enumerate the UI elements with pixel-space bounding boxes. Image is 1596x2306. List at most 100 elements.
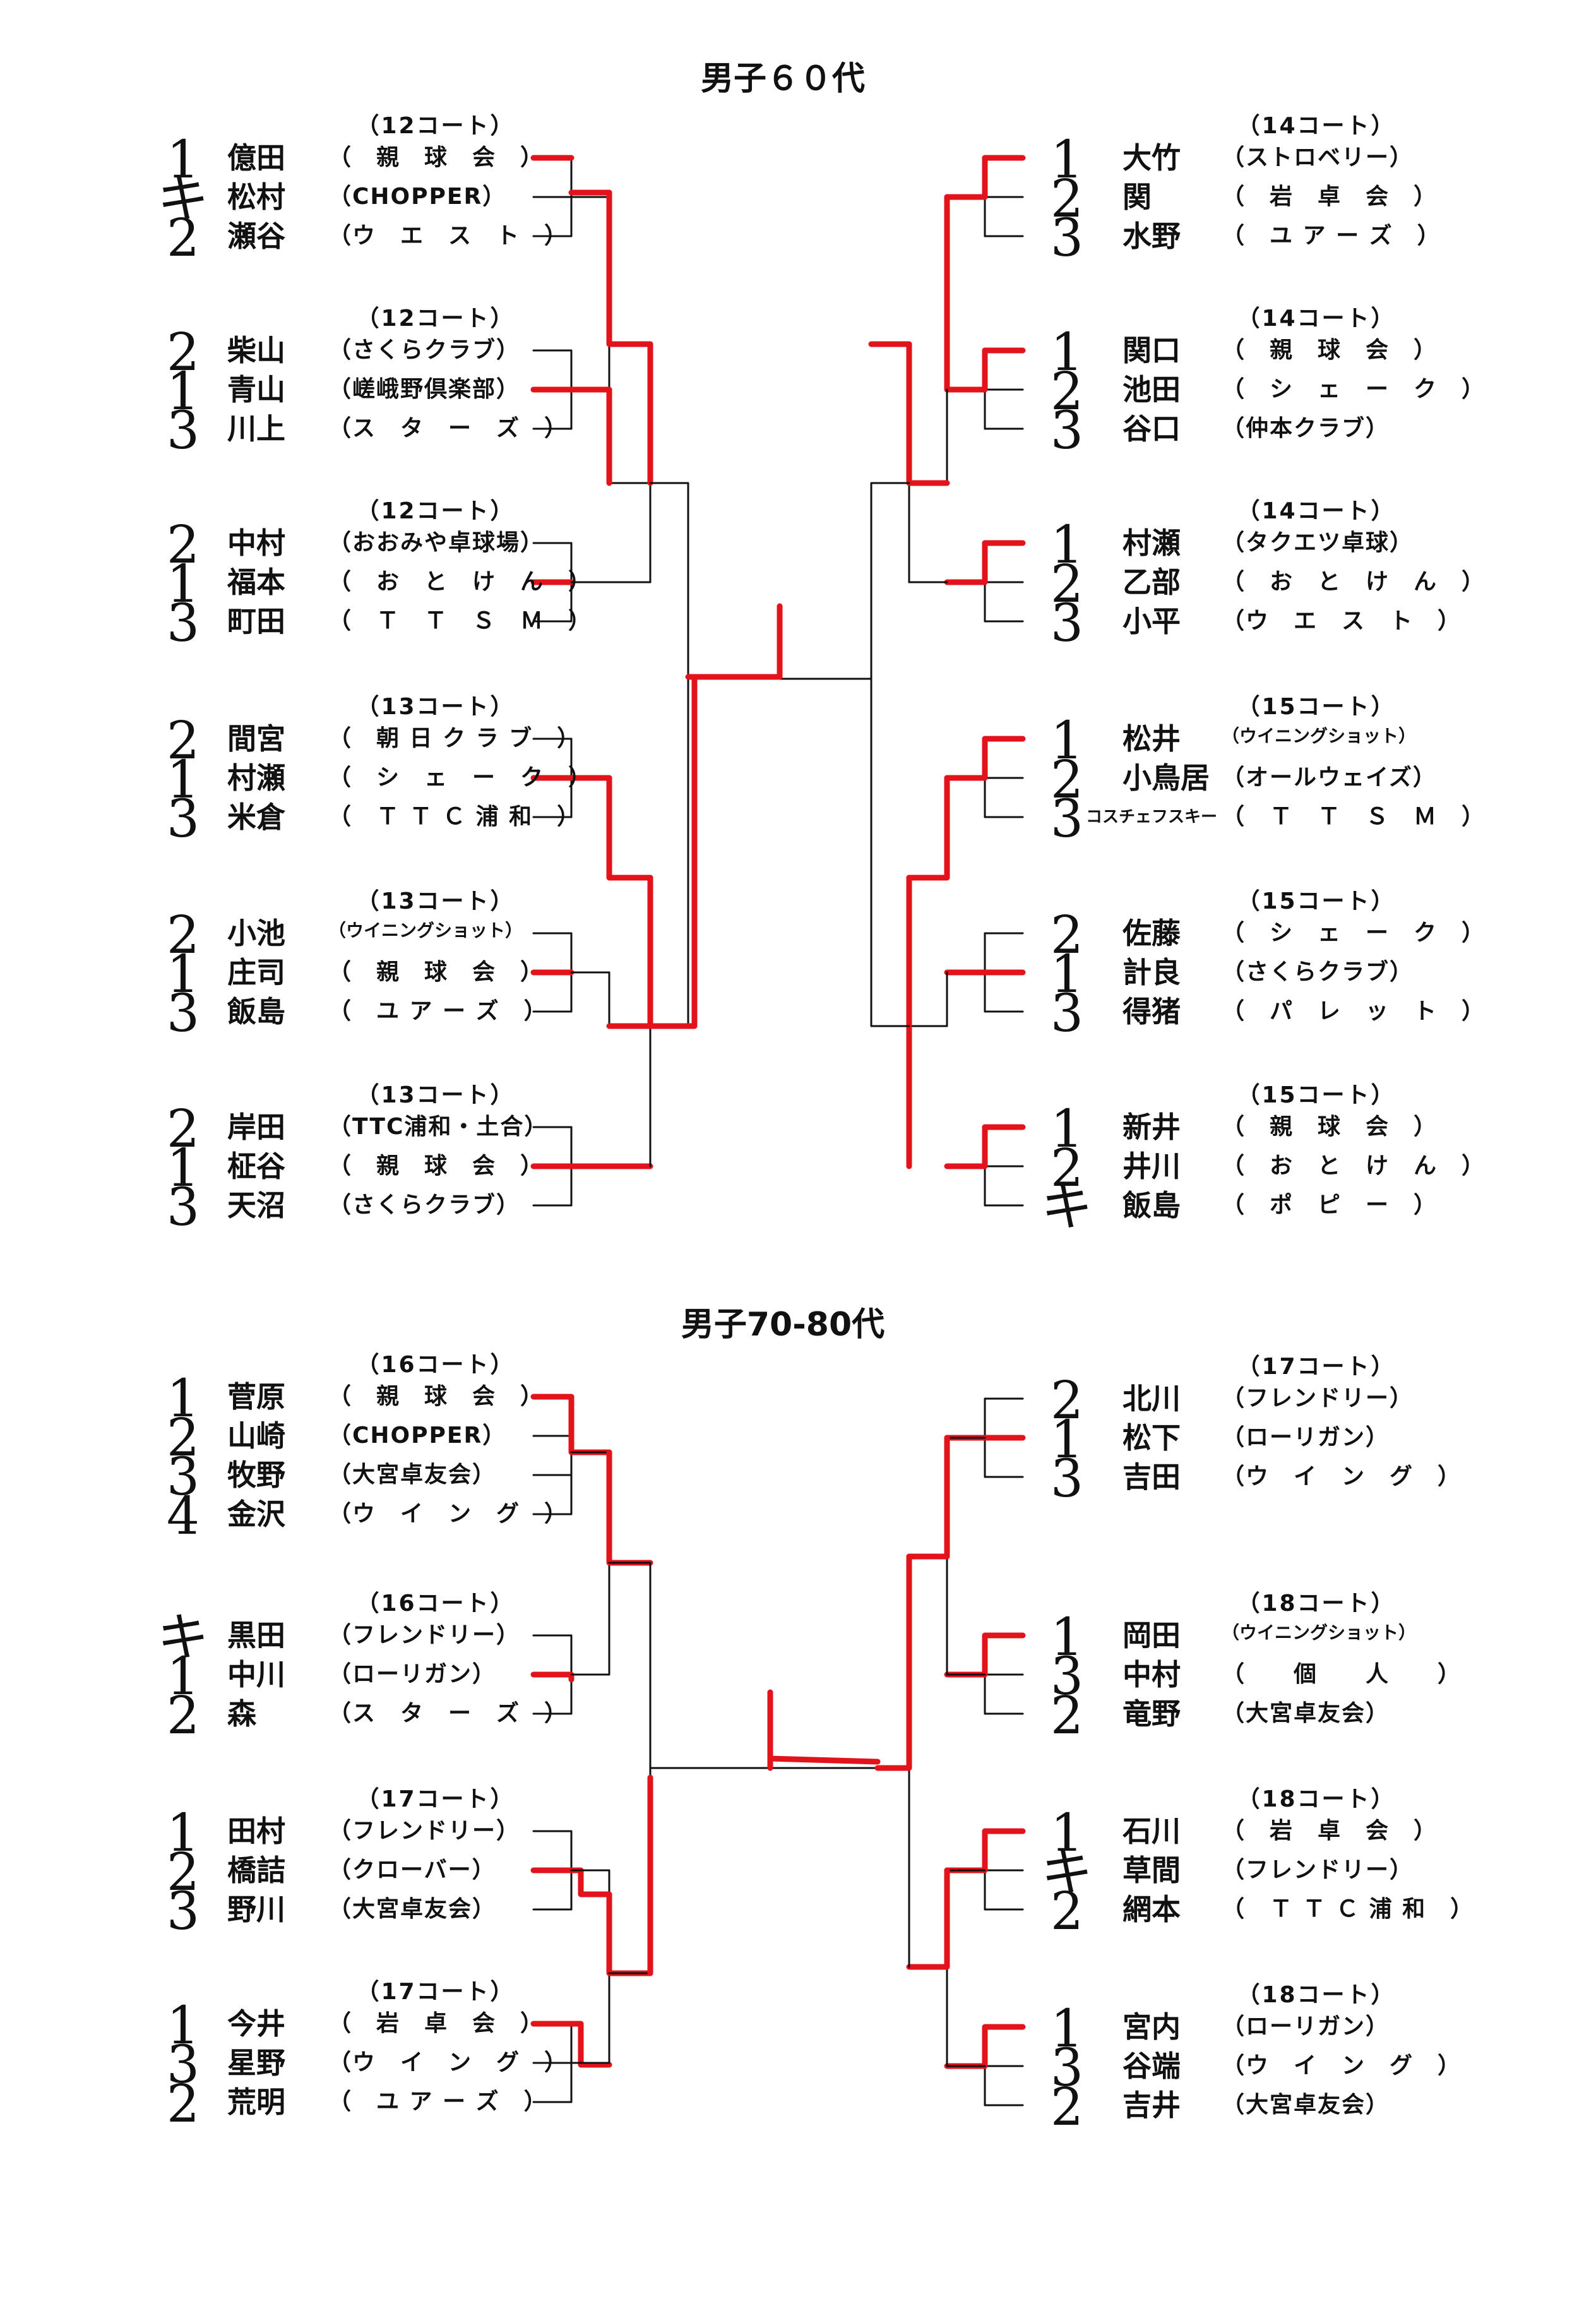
- r2: [608, 777, 652, 879]
- winner-line: [944, 1632, 1026, 1678]
- rank-mark: 3: [166, 594, 200, 654]
- player-name: 得猪: [1123, 995, 1181, 1029]
- rank-mark: 1: [166, 1996, 200, 2056]
- winner-line: [767, 1755, 881, 1765]
- rank-mark: 1: [166, 362, 200, 422]
- player-club: （クローバー）: [328, 1857, 496, 1883]
- rank-mark: キ: [1040, 1843, 1093, 1903]
- rank-mark: 1: [166, 750, 200, 810]
- court-label: （16コート）: [356, 1591, 515, 1616]
- rank-mark: 2: [166, 1408, 200, 1468]
- rank-mark: 1: [1050, 130, 1084, 190]
- player-name: 乙部: [1123, 565, 1181, 599]
- winner-line: [874, 1553, 912, 1771]
- winner-line: [944, 540, 988, 585]
- player-club: （嵯峨野倶楽部）: [328, 376, 521, 402]
- player-name: 谷口: [1123, 412, 1181, 446]
- winner-line: [944, 155, 988, 200]
- player-name: 飯島: [1123, 1188, 1181, 1222]
- rank-mark: 3: [1050, 1647, 1084, 1707]
- winner-line: [944, 2024, 1026, 2069]
- rank-mark: 2: [1050, 1138, 1084, 1198]
- player-club: （ストロベリー）: [1222, 145, 1414, 170]
- winner-line: [530, 2021, 612, 2068]
- player-name: 金沢: [227, 1497, 285, 1531]
- player-club: （仲本クラブ）: [1222, 415, 1390, 441]
- rank-mark: 2: [166, 323, 200, 383]
- player-club: （ウ イ ン グ ）: [1222, 1464, 1462, 1490]
- rank-mark: 2: [1050, 169, 1084, 229]
- rank-mark: 3: [1050, 789, 1084, 849]
- player-name: 網本: [1123, 1892, 1181, 1927]
- winner-line: [530, 1867, 612, 1897]
- player-club: （ス タ ー ズ ）: [328, 415, 569, 441]
- player-club: （TTC浦和・土合）: [328, 1114, 549, 1140]
- player-club: （ 親 球 会 ）: [328, 145, 545, 170]
- r4: [870, 678, 910, 1027]
- rank-mark: 1: [1050, 1099, 1084, 1159]
- player-name-note: コスチェフスキー: [1086, 808, 1218, 827]
- player-club: （ 親 球 会 ）: [1222, 1114, 1438, 1140]
- player-name: 荒明: [227, 2085, 285, 2119]
- r4: [649, 674, 689, 1027]
- court-label: （18コート）: [1237, 1591, 1396, 1616]
- court-label: （17コート）: [356, 1979, 515, 2005]
- player-name: 小平: [1123, 604, 1181, 638]
- rank-mark: 1: [166, 1647, 200, 1707]
- player-club: （ウ イ ン グ ）: [328, 2050, 569, 2076]
- player-name: 岸田: [227, 1110, 285, 1144]
- court-label: （12コート）: [356, 498, 515, 524]
- rank-mark: 1: [166, 1369, 200, 1429]
- player-club: （ウ エ ス ト ）: [1222, 608, 1462, 634]
- player-club: （ウ エ ス ト ）: [328, 223, 569, 249]
- player-club: （ お と け ん ）: [1222, 1153, 1486, 1179]
- player-club: （ローリガン）: [1222, 1425, 1390, 1450]
- winner-line: [906, 775, 950, 881]
- winner-line: [606, 1449, 653, 1566]
- rank-mark: 3: [166, 1882, 200, 1942]
- rank-mark: 1: [1050, 1608, 1084, 1668]
- player-name: 草間: [1123, 1853, 1181, 1887]
- player-club: （ 親 球 会 ）: [1222, 337, 1438, 363]
- player-name: 飯島: [227, 995, 285, 1029]
- player-club: （ウイニングショット）: [1222, 726, 1417, 746]
- player-club: （フレンドリー）: [1222, 1385, 1414, 1411]
- rank-mark: 1: [166, 1138, 200, 1198]
- player-name: 計良: [1123, 955, 1181, 989]
- winner-line: [906, 1867, 950, 1970]
- player-club: （ウ イ ン グ ）: [328, 1501, 569, 1527]
- r2: [908, 777, 948, 879]
- rank-mark: 2: [1050, 1882, 1084, 1942]
- player-club: （ お と け ん ）: [1222, 569, 1486, 595]
- winner-line: [906, 1435, 950, 1560]
- player-name: 福本: [227, 565, 285, 599]
- player-name: 竜野: [1123, 1697, 1181, 1731]
- player-name: 野川: [227, 1892, 285, 1927]
- player-name: 新井: [1123, 1110, 1181, 1144]
- player-name: 田村: [227, 1814, 285, 1848]
- rank-mark: 2: [166, 711, 200, 771]
- player-name: 米倉: [227, 800, 285, 834]
- player-club: （さくらクラブ）: [328, 1192, 521, 1218]
- r2: [608, 971, 652, 1027]
- player-club: （ ユ ア ー ズ ）: [1222, 223, 1441, 249]
- player-name: 中村: [1123, 1658, 1181, 1692]
- player-club: （CHOPPER）: [328, 1423, 507, 1449]
- winner-line: [530, 1394, 612, 1455]
- player-name: 石川: [1123, 1814, 1181, 1848]
- player-club: （ 親 球 会 ）: [328, 1153, 545, 1179]
- court-label: （15コート）: [1237, 888, 1396, 914]
- court-label: （13コート）: [356, 888, 515, 914]
- winner-line: [606, 775, 653, 881]
- court-label: （13コート）: [356, 1082, 515, 1108]
- player-club: （ウ イ ン グ ）: [1222, 2053, 1462, 2079]
- player-club: （ Ｔ Ｔ Ｃ 浦 和 ）: [1222, 1896, 1475, 1922]
- rank-mark: 1: [166, 130, 200, 190]
- player-name: 橋詰: [227, 1853, 285, 1887]
- player-club: （ Ｔ Ｔ Ｓ Ｍ ）: [328, 608, 593, 634]
- rank-mark: 2: [166, 2074, 200, 2134]
- court-label: （15コート）: [1237, 1082, 1396, 1108]
- court-label: （12コート）: [356, 306, 515, 332]
- player-name: 吉井: [1123, 2088, 1181, 2122]
